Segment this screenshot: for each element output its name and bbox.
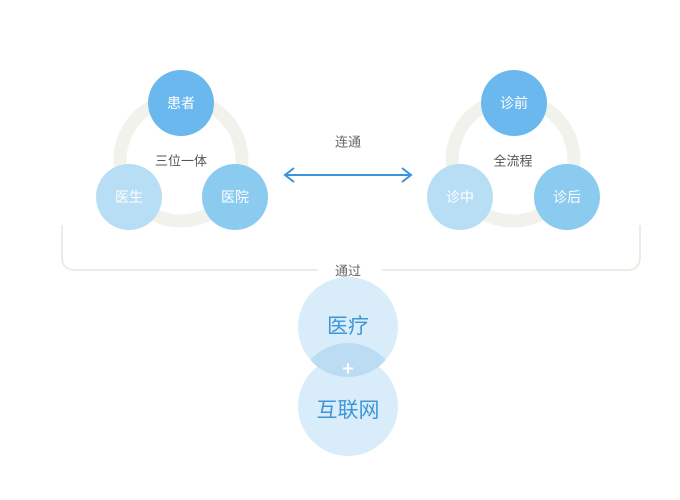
node-circle-patient [148, 70, 214, 136]
node-circle-doctor [96, 164, 162, 230]
node-doctor-label: 医生 [115, 190, 143, 206]
through-label: 通过 [334, 264, 362, 280]
bracket-right [382, 225, 641, 271]
node-circle-in-diagnosis [427, 164, 493, 230]
left-group-center-label: 三位一体 [154, 154, 208, 170]
node-in-diagnosis-label: 诊中 [446, 190, 474, 206]
node-hospital-label: 医院 [221, 190, 249, 206]
node-circle-pre-diagnosis [481, 70, 547, 136]
node-patient-label: 患者 [167, 96, 195, 112]
venn-internet-label: 互联网 [316, 398, 380, 422]
venn-overlap [310, 342, 386, 378]
double-arrow-icon [283, 167, 413, 183]
node-pre-diagnosis-label: 诊前 [500, 96, 528, 112]
connector-label: 连通 [334, 135, 362, 151]
venn-circle-internet [298, 356, 398, 456]
node-post-diagnosis-label: 诊后 [553, 190, 581, 206]
bracket-left [61, 225, 318, 271]
node-circle-post-diagnosis [534, 164, 600, 230]
right-group-center-label: 全流程 [493, 154, 533, 170]
venn-medical-label: 医疗 [327, 314, 369, 338]
venn-plus-label: + [341, 358, 355, 378]
node-circle-hospital [202, 164, 268, 230]
